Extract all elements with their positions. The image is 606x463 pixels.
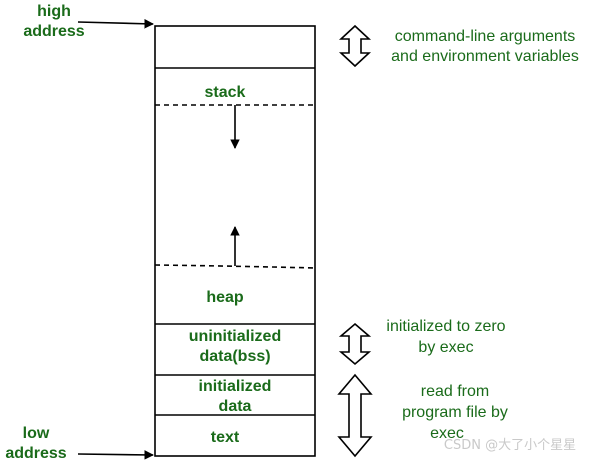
bss-label-line2: data(bss) xyxy=(199,348,270,365)
arrow-right-icon xyxy=(77,18,154,29)
init-data-label-line1: initialized xyxy=(199,378,272,395)
args-note-line1: command-line arguments xyxy=(395,28,576,45)
read-note-line2: program file by xyxy=(402,404,508,421)
heap-label: heap xyxy=(206,289,244,306)
high-address-label-line2: address xyxy=(23,23,84,40)
stack-label: stack xyxy=(205,84,246,101)
double-arrow-vertical-icon xyxy=(338,24,372,68)
read-note-line1: read from xyxy=(421,383,489,400)
watermark-text: CSDN @大了小个星星 xyxy=(444,438,576,453)
high-address-label-line1: high xyxy=(37,3,71,20)
bss-label-line1: uninitialized xyxy=(189,328,281,345)
low-address-label-line2: address xyxy=(5,445,66,462)
args-note-line2: and environment variables xyxy=(391,48,579,65)
zero-note-line2: by exec xyxy=(418,339,473,356)
arrow-right-icon xyxy=(77,450,154,460)
init-data-label-line2: data xyxy=(219,398,252,415)
read-note-line3: exec xyxy=(430,425,464,442)
double-arrow-vertical-icon xyxy=(338,322,372,366)
heap-limit-dashed xyxy=(154,264,316,269)
zero-note-line1: initialized to zero xyxy=(386,318,505,335)
text-segment-label: text xyxy=(211,429,240,446)
double-arrow-vertical-icon xyxy=(337,373,373,458)
low-address-label-line1: low xyxy=(23,425,50,442)
